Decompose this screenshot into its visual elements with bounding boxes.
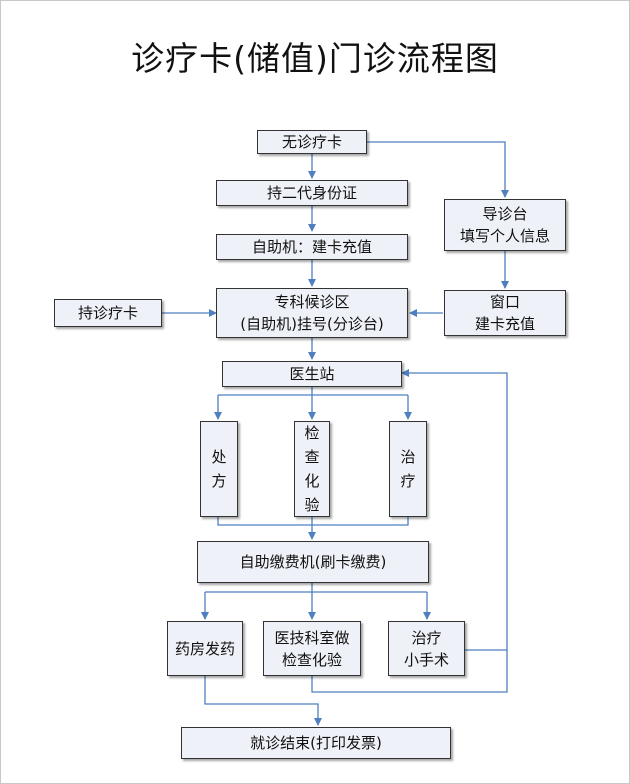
node-window: 窗口 建卡充值	[444, 290, 566, 336]
edge-loop-doctor	[311, 369, 508, 693]
node-minor-surgery: 治疗 小手术	[388, 621, 465, 676]
node-has-card: 持诊疗卡	[54, 299, 162, 327]
node-treatment: 治 疗	[389, 421, 427, 517]
node-doctor-station: 医生站	[222, 361, 402, 387]
edge-nocard-guide	[366, 141, 509, 198]
node-pharmacy: 药房发药	[167, 621, 243, 676]
node-exam-lab: 检 查 化 验	[294, 421, 330, 517]
node-self-service: 自助机：建卡充值	[216, 234, 408, 260]
node-payment: 自助缴费机(刷卡缴费)	[197, 541, 429, 583]
node-waiting-area: 专科候诊区 (自助机)挂号(分诊台)	[216, 288, 408, 338]
diagram-title: 诊疗卡(储值)门诊流程图	[131, 39, 499, 78]
node-guide-desk: 导诊台 填写个人信息	[444, 199, 566, 251]
node-med-tech: 医技科室做 检查化验	[263, 621, 361, 676]
node-no-card: 无诊疗卡	[257, 130, 367, 154]
node-id-card: 持二代身份证	[216, 180, 408, 206]
node-end: 就诊结束(打印发票)	[181, 727, 451, 759]
node-prescription: 处 方	[200, 421, 238, 517]
edge-pharmacy-end	[204, 676, 322, 726]
